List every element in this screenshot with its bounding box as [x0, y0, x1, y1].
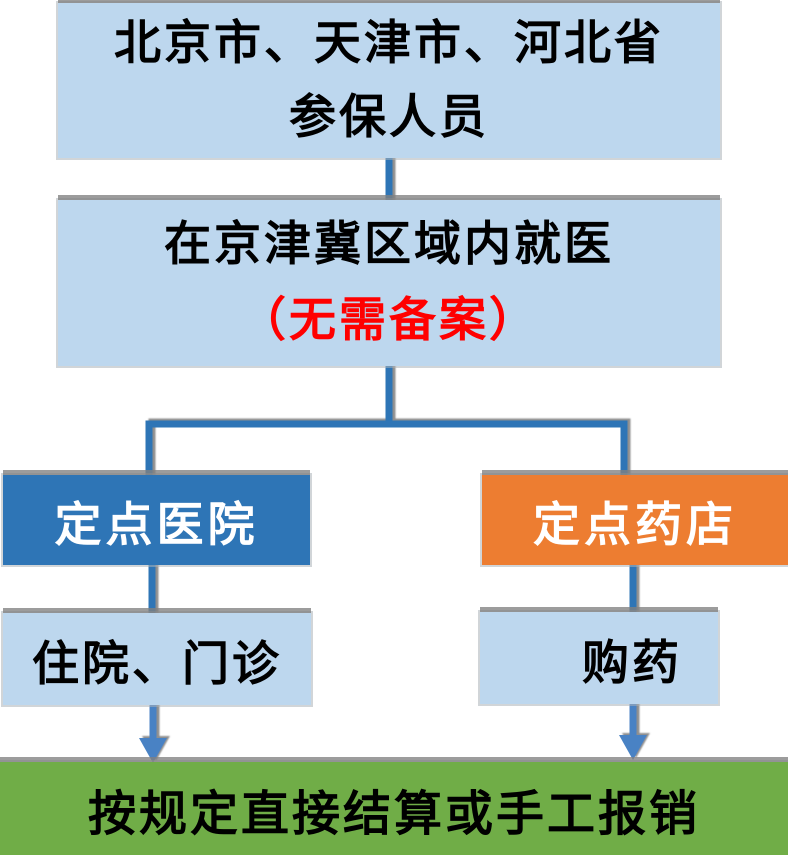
node-designated-pharmacy-label: 定点药店 [533, 497, 737, 553]
node-settlement-label: 按规定直接结算或手工报销 [87, 785, 700, 842]
node-insured-line2: 参保人员 [289, 89, 489, 145]
edge-branch-elbows [145, 420, 628, 477]
node-settlement: 按规定直接结算或手工报销 [0, 762, 788, 855]
arrowhead-right [619, 735, 647, 760]
node-inpatient-outpatient: 住院、门诊 [3, 613, 311, 705]
node-region-line1: 在京津冀区域内就医 [164, 217, 614, 272]
node-designated-pharmacy: 定点药店 [482, 475, 788, 565]
node-insured-persons: 北京市、天津市、河北省 参保人员 [58, 3, 720, 158]
node-region-treatment: 在京津冀区域内就医 （无需备案） [58, 200, 720, 366]
node-designated-hospital-label: 定点医院 [54, 497, 259, 553]
node-insured-line1: 北京市、天津市、河北省 [114, 15, 664, 71]
node-inpatient-outpatient-label: 住院、门诊 [32, 636, 282, 692]
node-purchase-medicine: 购药 [480, 612, 718, 704]
node-region-no-filing-note: （无需备案） [239, 293, 539, 348]
arrowhead-left [139, 738, 167, 763]
node-purchase-medicine-label: 购药 [582, 635, 682, 691]
node-designated-hospital: 定点医院 [3, 475, 310, 565]
